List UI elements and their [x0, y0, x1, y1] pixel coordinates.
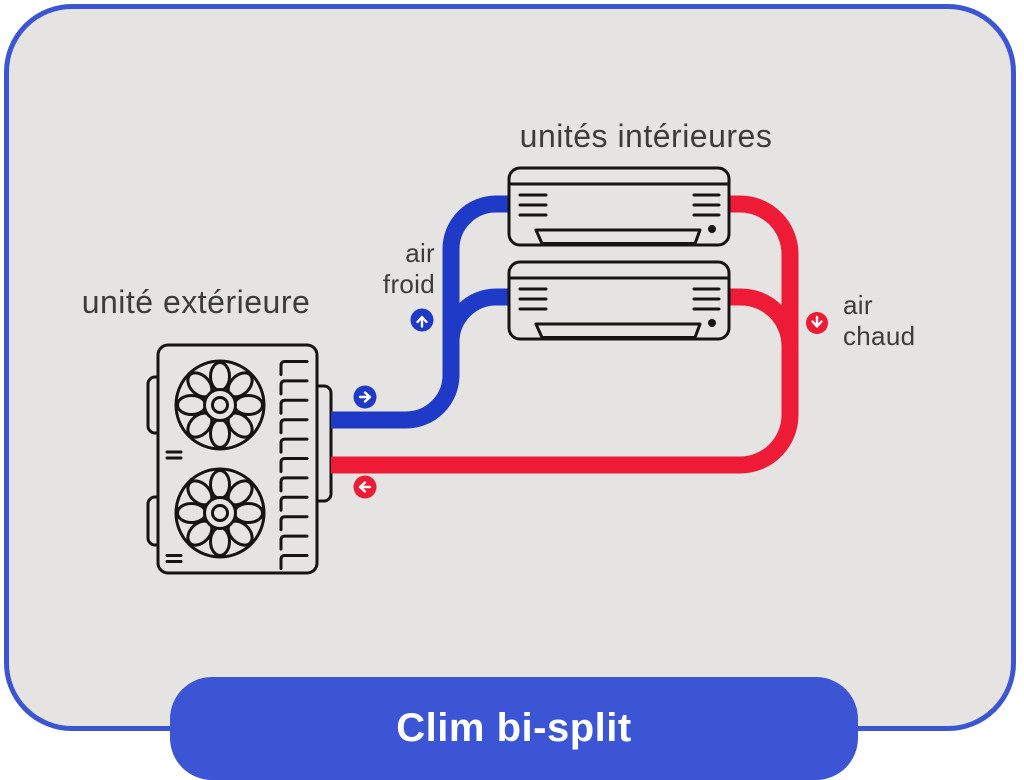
outdoor-unit-fins [279, 360, 309, 570]
cold-pipe-branch [442, 288, 510, 370]
outdoor-unit-vent-mark-bottom [165, 554, 183, 563]
right-arrow-icon [358, 391, 372, 403]
outdoor-unit-illustration [146, 343, 333, 575]
indoor-unit-1-illustration [507, 166, 731, 247]
cold-air-label-line2: froid [382, 269, 435, 299]
indoor-unit-2-right-vents [692, 287, 721, 311]
hot-air-down-badge [806, 312, 828, 334]
cold-air-label-line1: air [405, 238, 435, 268]
hot-air-label: air chaud [843, 290, 983, 352]
cold-pipe-main [331, 195, 510, 429]
indoor-units-label: unités intérieures [519, 118, 773, 154]
indoor-unit-2-indicator-dot [708, 319, 716, 327]
outdoor-unit-body [156, 343, 319, 575]
hot-air-pipes [331, 195, 799, 474]
title-banner: Clim bi-split [170, 677, 858, 780]
hot-flow-left-badge [353, 475, 377, 499]
cold-air-pipes [331, 195, 510, 429]
cold-air-up-badge [410, 308, 434, 332]
outdoor-unit-vent-mark-top [165, 450, 183, 460]
outdoor-fan-bottom-icon [174, 467, 266, 559]
cold-flow-right-badge [353, 385, 377, 409]
left-arrow-icon [358, 481, 372, 493]
cold-air-label: air froid [300, 238, 435, 300]
indoor-unit-1-right-vents [692, 193, 721, 217]
indoor-unit-2-flap [534, 322, 702, 339]
hot-air-label-line1: air [843, 290, 873, 320]
page-title: Clim bi-split [396, 706, 632, 750]
outdoor-fan-top-icon [174, 359, 266, 451]
up-arrow-icon [416, 315, 428, 328]
down-arrow-icon [811, 315, 823, 328]
hot-pipe-branch [729, 288, 799, 370]
indoor-unit-2-left-vents [518, 287, 548, 311]
indoor-unit-1-indicator-dot [708, 225, 716, 233]
outdoor-unit-label: unité extérieure [81, 284, 311, 320]
indoor-unit-2-illustration [507, 260, 731, 341]
hot-air-label-line2: chaud [843, 321, 916, 351]
indoor-unit-1-left-vents [518, 193, 548, 217]
indoor-unit-1-flap [534, 228, 702, 245]
